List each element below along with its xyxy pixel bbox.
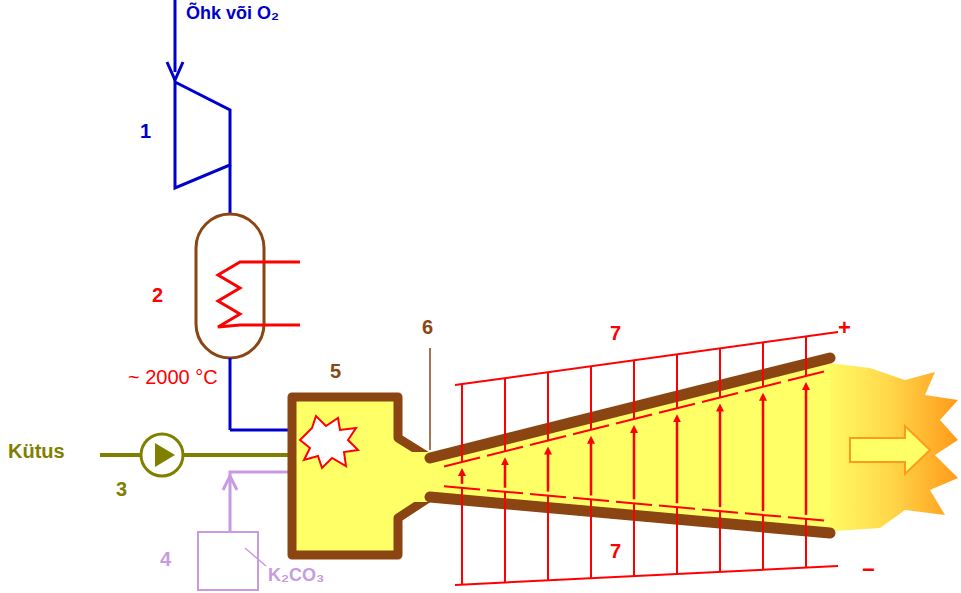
electrode-stroke [530,436,566,445]
electrode-stroke [504,461,507,488]
polarity-sign: + [838,316,851,340]
output-arrow [850,426,930,474]
electrode-stroke [444,486,480,489]
electrode-stroke [745,513,781,516]
electrode-stroke [805,336,807,376]
electrode-stroke [762,515,764,570]
electrode-stroke [702,509,738,512]
electrode-stroke [633,360,635,419]
pump-symbol [155,443,175,467]
fuel-line [183,453,294,457]
electrode-stroke [659,506,695,509]
fuel-line [100,453,140,457]
electrode-stroke [676,507,678,574]
electrode-stroke [633,429,636,499]
electrode-stroke [487,447,523,456]
channel-wall [430,358,830,458]
air-inlet-line [174,0,177,72]
electrode-stroke [805,519,807,568]
electrode-stroke [590,440,593,496]
electrode-stroke [659,404,695,413]
positive-busbar [455,332,838,385]
electrode-stroke [573,498,609,501]
callout-number: 3 [116,478,127,500]
hot-air-pipe [229,358,232,430]
electrode-stroke [762,397,765,511]
heater-coil [218,262,300,327]
seed-feeder [198,532,258,590]
electrode-stroke [590,499,592,578]
electrode-stroke [573,425,609,434]
fuel-pump [141,434,183,476]
electrode-stroke [719,511,721,572]
seed-line [230,472,294,532]
negative-busbar [455,566,838,585]
channel-wall [430,497,830,533]
electrode-array [444,336,824,584]
hot-air-pipe [230,429,294,432]
callout-number: 6 [422,316,433,338]
electrode-stroke [487,490,523,493]
electrode-stroke [547,496,549,581]
leader-line [429,348,431,450]
electrode-stroke [676,418,679,503]
electrode-stroke [745,382,781,391]
air-pipe [229,165,232,214]
seed-arrowhead [223,476,237,490]
electrode-stroke [805,386,808,515]
mhd-channel [430,358,830,533]
callout-number: 7 [610,322,621,344]
electrode-stroke [504,378,506,451]
electrode-stroke [547,451,550,492]
leader-line [245,548,266,566]
electrode-stroke [616,415,652,424]
electrode-stroke [616,502,652,505]
combustion-burst [300,416,358,468]
temperature-label: ~ 2000 °C [128,366,218,388]
compressor [175,82,230,188]
electrode-stroke [530,494,566,497]
callout-number: 7 [610,540,621,562]
electrode-stroke [633,503,635,576]
electrode-stroke [461,488,463,585]
electrode-stroke [444,458,480,467]
air-heater [196,214,264,358]
electrode-stroke [719,408,722,508]
electrode-stroke [676,354,678,408]
callout-number: 4 [160,548,171,570]
air-inlet-arrowhead [167,62,183,80]
callout-number: 1 [140,120,151,142]
electrode-stroke [547,372,549,440]
electrode-stroke [762,342,764,386]
electrode-stroke [504,492,506,583]
electrode-stroke [702,393,738,402]
electrode-stroke [590,366,592,430]
electrode-stroke [788,372,824,381]
seed-label: K₂CO₃ [268,566,324,586]
callout-number: 2 [152,284,163,306]
electrode-stroke [719,348,721,397]
electrode-stroke [461,384,463,462]
electrode-stroke [461,472,464,484]
exhaust-flame [820,362,958,532]
polarity-sign: − [862,558,875,582]
inlet-label: Õhk või O₂ [186,4,279,24]
callout-number: 5 [330,360,341,382]
electrode-stroke [788,517,824,520]
fuel-label: Kütus [8,440,65,462]
